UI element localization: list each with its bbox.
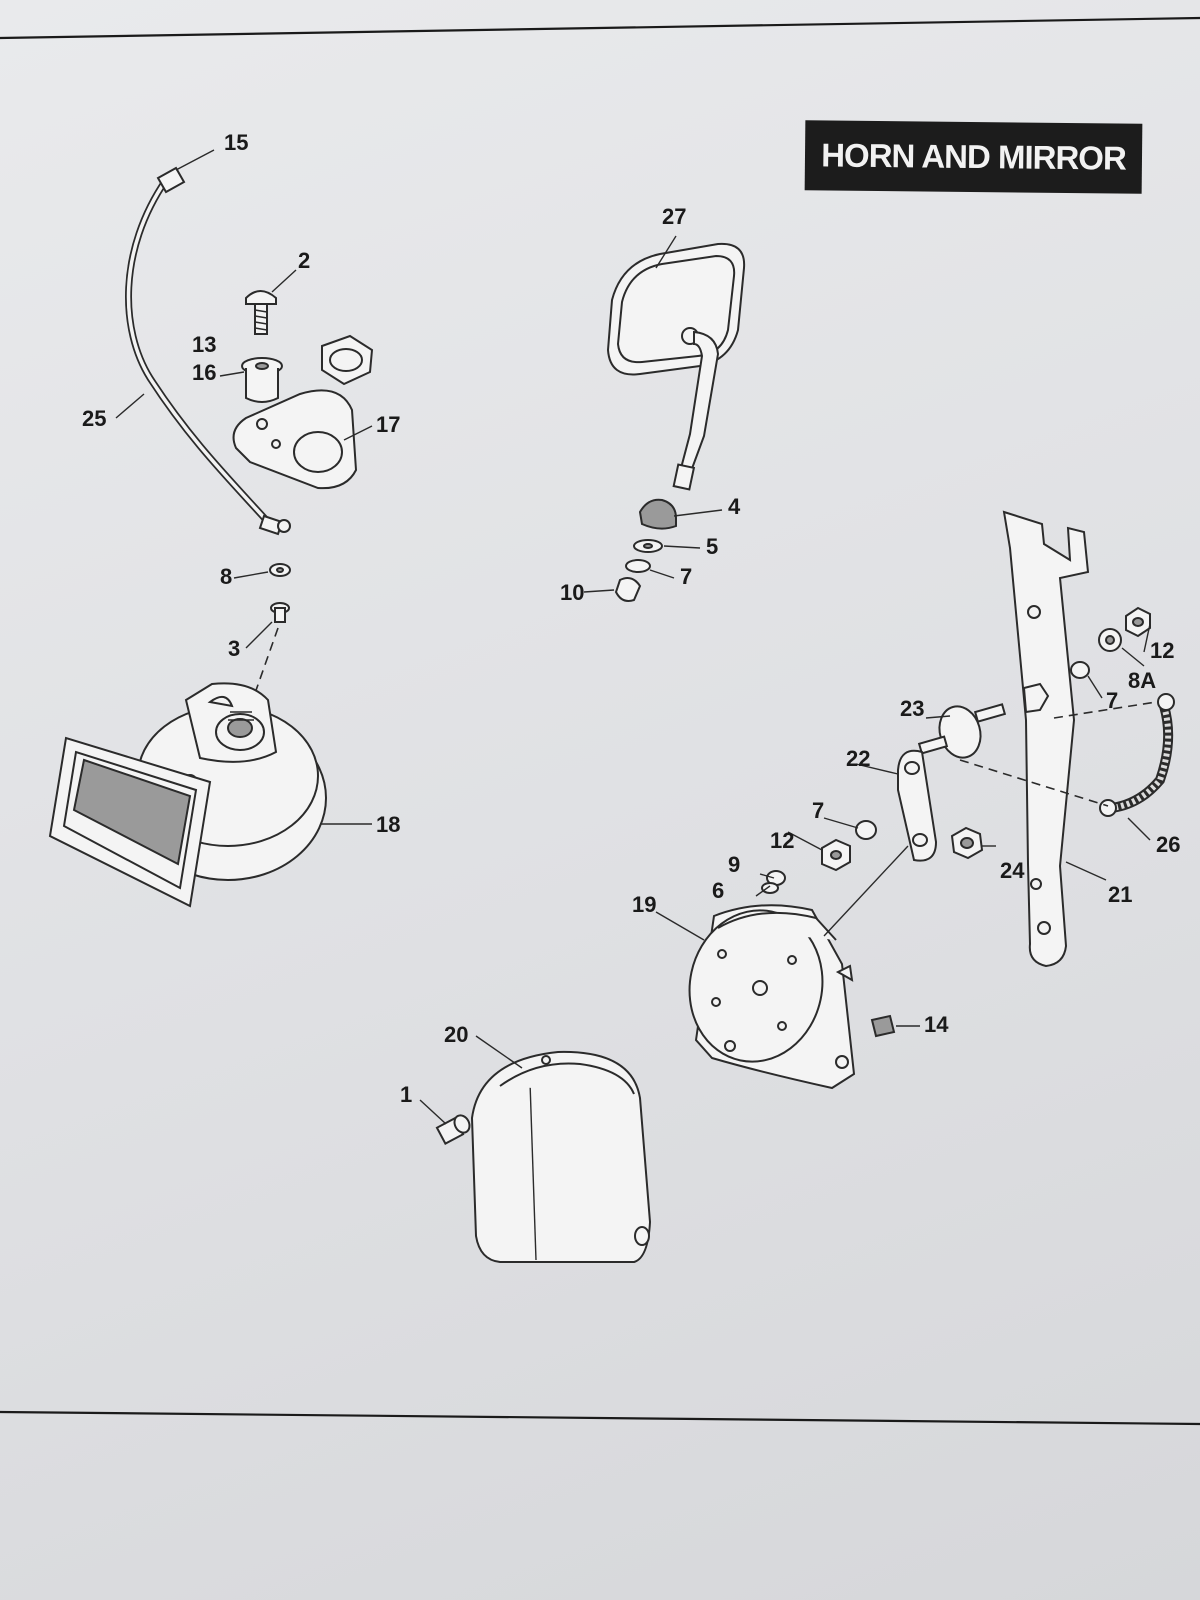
bolt-2 xyxy=(245,290,277,335)
callout-10: 10 xyxy=(560,580,584,605)
callout-7-plate: 7 xyxy=(812,798,824,823)
spacer-13-16 xyxy=(241,357,283,403)
assembly-line-bracket xyxy=(1053,701,1157,719)
plate-22 xyxy=(897,749,938,862)
callout-27: 27 xyxy=(662,204,686,229)
callout-24: 24 xyxy=(1000,858,1025,883)
horn-18 xyxy=(48,682,327,908)
assembly-line-horn-19 xyxy=(823,845,909,937)
nut-12-upper xyxy=(1125,606,1151,638)
callout-12-upper: 12 xyxy=(1150,638,1174,663)
nut-12-lower xyxy=(821,838,851,872)
screw-1 xyxy=(435,1114,471,1145)
bracket-21 xyxy=(1002,510,1090,968)
hex-nut-large xyxy=(321,334,374,386)
callout-6: 6 xyxy=(712,878,724,903)
lockwasher-7-upper xyxy=(1070,661,1090,679)
callout-labels: 15 2 13 16 25 17 8 3 18 27 4 5 7 10 12 8… xyxy=(82,130,1180,1107)
screw-3 xyxy=(270,602,290,623)
lockwasher-8 xyxy=(269,563,291,577)
callout-23: 23 xyxy=(900,696,924,721)
leader-lines xyxy=(115,149,1151,1125)
callout-16: 16 xyxy=(192,360,216,385)
callout-7-bracket: 7 xyxy=(1106,688,1118,713)
callout-1: 1 xyxy=(400,1082,412,1107)
section-title-box: HORN AND MIRROR xyxy=(804,120,1143,194)
bracket-17 xyxy=(232,389,358,490)
callout-19: 19 xyxy=(632,892,656,917)
callout-17: 17 xyxy=(376,412,400,437)
mirror-hardware xyxy=(614,498,677,602)
horn-wire xyxy=(125,166,291,536)
callout-12-lower: 12 xyxy=(770,828,794,853)
callout-21: 21 xyxy=(1108,882,1132,907)
horn-19 xyxy=(688,904,856,1090)
callout-20: 20 xyxy=(444,1022,468,1047)
callout-26: 26 xyxy=(1156,832,1180,857)
rubber-mount-23 xyxy=(917,703,1007,759)
callout-13: 13 xyxy=(192,332,216,357)
page-frame xyxy=(0,16,1200,1426)
callout-5: 5 xyxy=(706,534,718,559)
callout-14: 14 xyxy=(924,1012,949,1037)
callout-22: 22 xyxy=(846,746,870,771)
clip-14 xyxy=(870,1014,896,1038)
callout-25: 25 xyxy=(82,406,106,431)
lockwasher-7-lower xyxy=(855,820,877,840)
mirror-27 xyxy=(606,242,746,491)
callout-3: 3 xyxy=(228,636,240,661)
callout-4: 4 xyxy=(728,494,741,519)
callout-18: 18 xyxy=(376,812,400,837)
section-title: HORN AND MIRROR xyxy=(821,136,1126,177)
callout-2: 2 xyxy=(298,248,310,273)
star-washer-8a xyxy=(1098,628,1122,652)
nut-24 xyxy=(950,826,984,860)
washer-6-9 xyxy=(761,870,786,894)
callout-9: 9 xyxy=(728,852,740,877)
callout-8a: 8A xyxy=(1128,668,1156,693)
callout-8: 8 xyxy=(220,564,232,589)
callout-7-mirror: 7 xyxy=(680,564,692,589)
assembly-line-strap xyxy=(959,759,1109,807)
callout-15: 15 xyxy=(224,130,248,155)
horn-cover-20 xyxy=(470,1050,652,1263)
